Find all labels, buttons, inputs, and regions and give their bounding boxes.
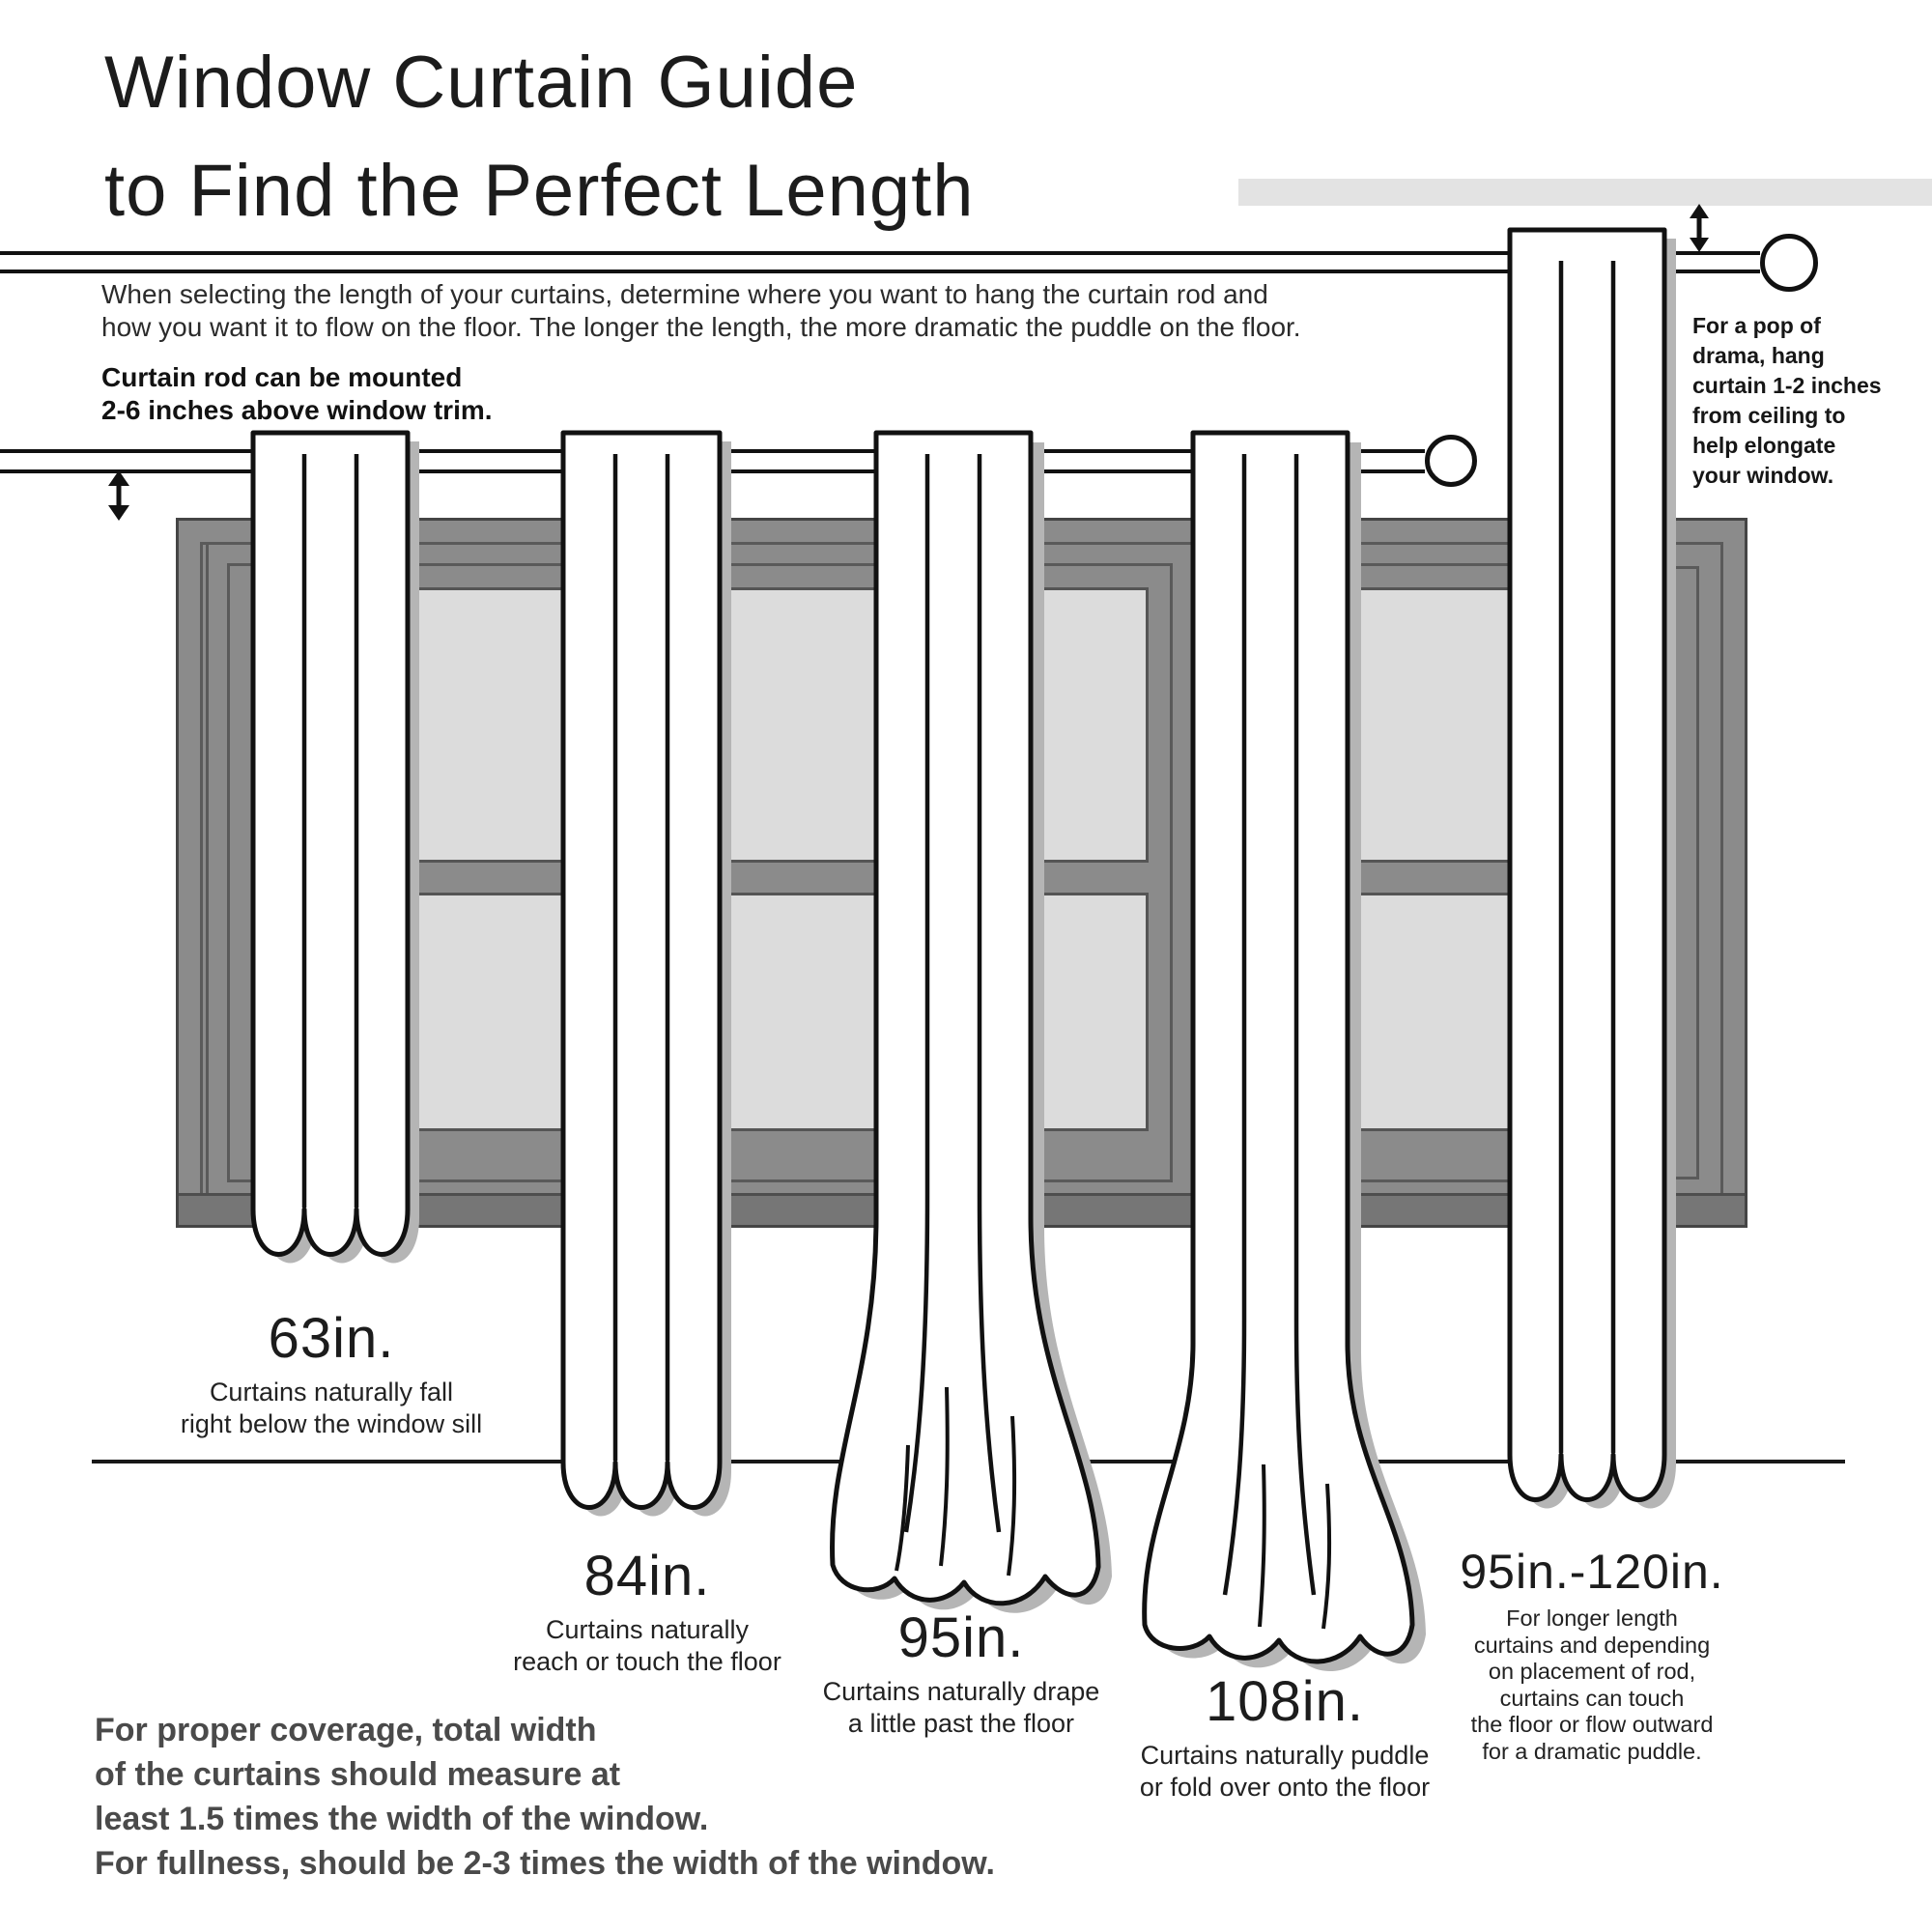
ceiling-note-line: drama, hang xyxy=(1692,343,1825,368)
coverage-line: For proper coverage, total width xyxy=(95,1712,597,1748)
coverage-note: For proper coverage, total width of the … xyxy=(95,1708,995,1886)
ceiling-note-line: your window. xyxy=(1692,463,1834,488)
page-title-line2: to Find the Perfect Length xyxy=(104,150,975,232)
coverage-line: For fullness, should be 2-3 times the wi… xyxy=(95,1845,995,1882)
label-95-120in: 95in.-120in. For longer length curtains … xyxy=(1389,1544,1795,1765)
rod-note-line: 2-6 inches above window trim. xyxy=(101,395,493,425)
coverage-line: least 1.5 times the width of the window. xyxy=(95,1801,709,1837)
intro-text: When selecting the length of your curtai… xyxy=(101,278,1301,344)
page-title-line1: Window Curtain Guide xyxy=(104,42,859,124)
ceiling-bar xyxy=(1238,179,1932,206)
rod-mounting-note: Curtain rod can be mounted 2-6 inches ab… xyxy=(101,361,493,427)
label-84in-length: 84in. xyxy=(583,1545,711,1607)
curtain-84in xyxy=(560,430,731,1517)
label-63in-length: 63in. xyxy=(268,1307,395,1370)
ceiling-note-line: curtain 1-2 inches xyxy=(1692,373,1882,398)
curtain-95-120in xyxy=(1507,227,1676,1509)
upper-rod-finial xyxy=(1760,234,1818,292)
coverage-line: of the curtains should measure at xyxy=(95,1756,621,1793)
upper-curtain-rod xyxy=(0,251,1760,273)
ceiling-note-line: For a pop of xyxy=(1692,313,1821,338)
label-63in: 63in. Curtains naturally fall right belo… xyxy=(128,1306,534,1440)
intro-line: how you want it to flow on the floor. Th… xyxy=(101,312,1301,342)
ceiling-drama-note: For a pop of drama, hang curtain 1-2 inc… xyxy=(1692,311,1882,491)
ceiling-gap-arrow-icon xyxy=(1690,204,1709,252)
label-108in-caption: Curtains naturally puddle or fold over o… xyxy=(1139,1741,1431,1802)
ceiling-note-line: from ceiling to xyxy=(1692,403,1846,428)
label-108in-length: 108in. xyxy=(1205,1670,1365,1733)
ceiling-note-line: help elongate xyxy=(1692,433,1836,458)
label-84in: 84in. Curtains naturally reach or touch … xyxy=(444,1544,850,1678)
curtain-63in xyxy=(250,430,419,1264)
label-95in: 95in. Curtains naturally drape a little … xyxy=(758,1605,1164,1740)
label-63in-caption: Curtains naturally fall right below the … xyxy=(180,1378,483,1438)
label-95-120in-length: 95in.-120in. xyxy=(1460,1545,1724,1599)
intro-line: When selecting the length of your curtai… xyxy=(101,279,1268,309)
label-95in-length: 95in. xyxy=(897,1606,1025,1669)
rod-note-line: Curtain rod can be mounted xyxy=(101,362,463,392)
label-95in-caption: Curtains naturally drape a little past t… xyxy=(822,1677,1100,1738)
page-title: Window Curtain Guide to Find the Perfect… xyxy=(104,29,975,245)
curtain-108in xyxy=(1142,430,1426,1672)
label-84in-caption: Curtains naturally reach or touch the fl… xyxy=(513,1615,781,1676)
mount-height-arrow-icon xyxy=(108,470,129,521)
curtain-95in xyxy=(830,430,1112,1613)
label-95-120in-caption: For longer length curtains and depending… xyxy=(1470,1605,1714,1764)
label-108in: 108in. Curtains naturally puddle or fold… xyxy=(1082,1669,1488,1804)
main-rod-finial xyxy=(1425,435,1477,487)
